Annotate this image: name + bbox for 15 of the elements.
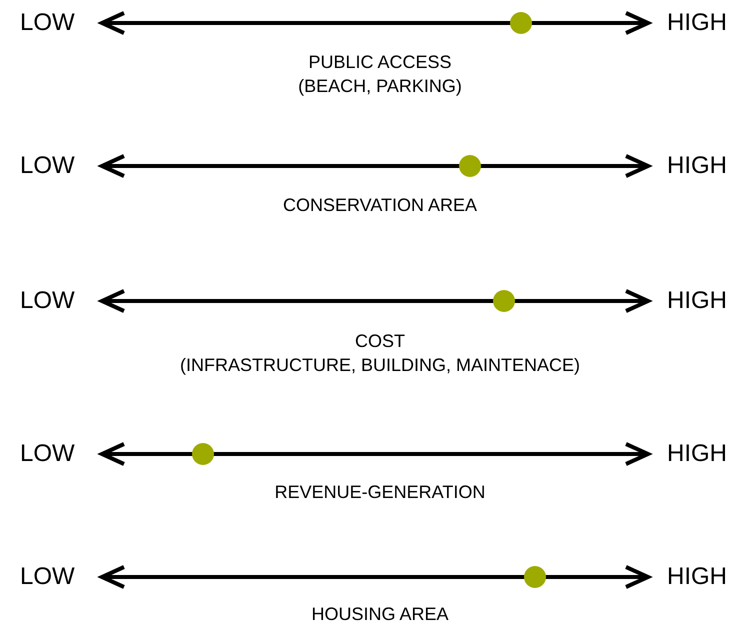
scale-caption: HOUSING AREA — [311, 603, 449, 626]
scale-high-label: HIGH — [667, 152, 727, 180]
scale-low-label: LOW — [20, 563, 75, 591]
scale-low-label: LOW — [20, 152, 75, 180]
scale-high-label: HIGH — [667, 9, 727, 37]
scale-high-label: HIGH — [667, 440, 727, 468]
scale-caption: REVENUE-GENERATION — [274, 481, 486, 504]
scale-caption: PUBLIC ACCESS (BEACH, PARKING) — [298, 51, 462, 98]
scale-high-label: HIGH — [667, 287, 727, 315]
scale-low-label: LOW — [20, 440, 75, 468]
scale-caption: CONSERVATION AREA — [282, 194, 478, 217]
scale-low-label: LOW — [20, 9, 75, 37]
scale-low-label: LOW — [20, 287, 75, 315]
scale-caption: COST (INFRASTRUCTURE, BUILDING, MAINTENACE) — [180, 330, 580, 377]
scale-high-label: HIGH — [667, 563, 727, 591]
